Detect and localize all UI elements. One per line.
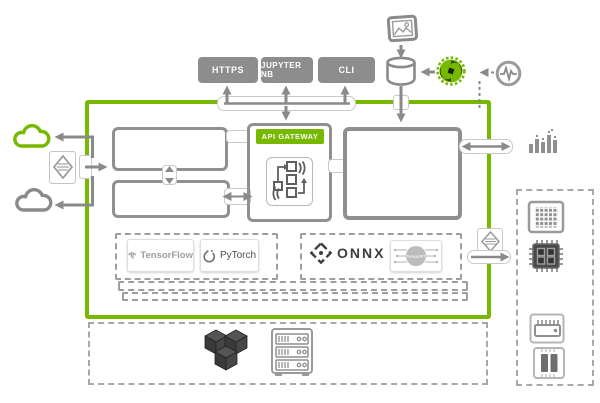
- svg-text:TensorRT: TensorRT: [406, 254, 426, 259]
- pytorch-label: PyTorch: [219, 250, 257, 261]
- api-gateway-label-text: API GATEWAY: [261, 132, 319, 141]
- scheduler-box-bottom: [112, 180, 230, 218]
- inter-box-connector: [162, 165, 177, 185]
- onnx-label: ONNX: [337, 245, 386, 261]
- frameworks-dashed-box: [115, 233, 278, 280]
- endpoint-jupyter-nb: JUPYTER NB: [261, 57, 313, 83]
- server-rack-icon: [266, 326, 318, 378]
- tensorrt-logo-icon: TensorRT: [393, 246, 439, 266]
- border-connector-left: [79, 155, 92, 179]
- module-chip-icon: [532, 346, 566, 380]
- tensorrt-card: TensorRT: [390, 240, 442, 272]
- endpoint-https: HTTPS: [198, 57, 258, 83]
- tensorflow-logo-icon: [128, 251, 136, 260]
- cluster-cubes-icon: [201, 328, 251, 374]
- image-monitor-icon: [385, 13, 419, 45]
- database-icon: [384, 56, 418, 86]
- api-gateway-label: API GATEWAY: [256, 129, 324, 144]
- ic-chip-icon: [529, 313, 565, 344]
- inference-core-box: [343, 127, 462, 220]
- grey-cloud-icon: [13, 185, 55, 215]
- infrastructure-dashed-box: [88, 322, 488, 385]
- pytorch-card: PyTorch: [200, 239, 259, 272]
- model-flow-icon: [266, 157, 313, 206]
- border-connector-top: [393, 95, 409, 110]
- onnx-logo: ONNX: [310, 242, 385, 264]
- metrics-gauge-icon: [495, 60, 522, 87]
- data-loader-swirl-icon: [436, 56, 466, 86]
- gpu-grid-chip-icon: [527, 200, 565, 234]
- load-balancer-icon: [49, 151, 76, 184]
- endpoint-jupyter-label: JUPYTER NB: [261, 61, 302, 79]
- onnx-logo-icon: [310, 242, 332, 264]
- endpoint-https-label: HTTPS: [211, 65, 244, 75]
- green-cloud-icon: [11, 121, 53, 151]
- metrics-connector-pipe: [459, 139, 513, 154]
- cpu-chip-icon: [528, 240, 564, 272]
- model-repo-layer-2: [122, 292, 468, 301]
- tensorflow-card: TensorFlow: [127, 239, 194, 272]
- tensorflow-label: TensorFlow: [140, 250, 193, 261]
- endpoint-cli-label: CLI: [338, 65, 355, 75]
- hardware-dashed-box: [516, 189, 594, 386]
- endpoint-cli: CLI: [318, 57, 375, 83]
- hardware-connector-pipe: [467, 250, 511, 264]
- bar-chart-icon: [528, 128, 560, 153]
- model-repo-layer-1: [118, 281, 468, 291]
- endpoint-bus-pipe: [217, 96, 356, 111]
- backends-dashed-box: [300, 233, 462, 280]
- pytorch-logo-icon: [203, 249, 215, 263]
